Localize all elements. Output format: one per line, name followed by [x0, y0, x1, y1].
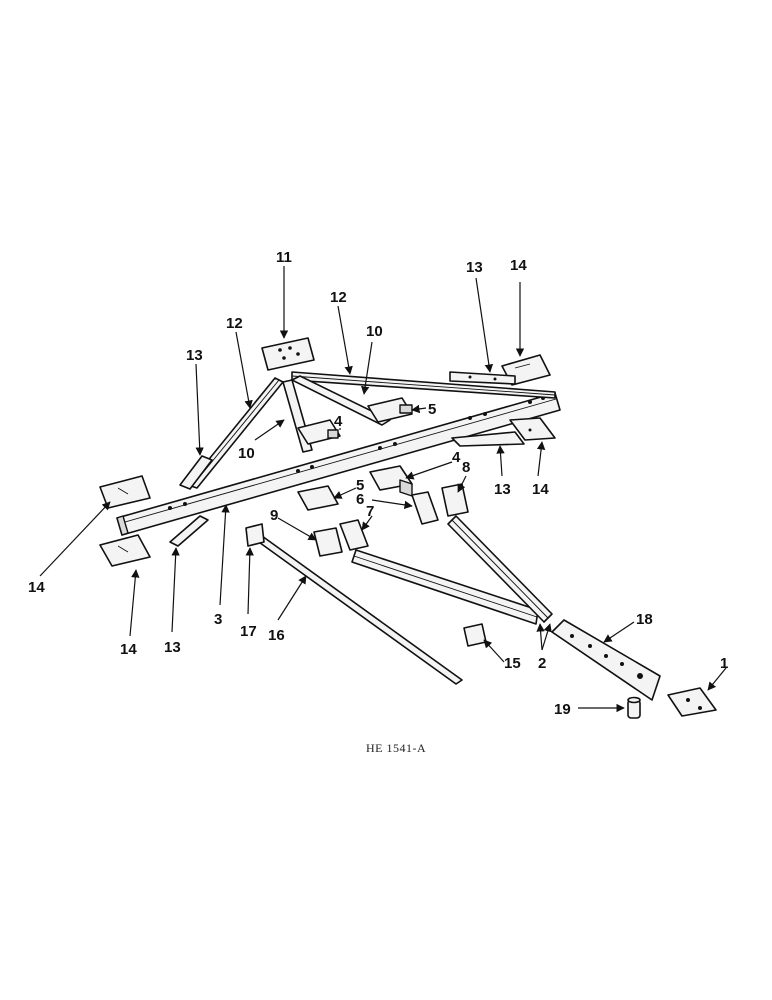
- callout-13-top-right: 13: [466, 259, 483, 276]
- callout-19: 19: [554, 701, 571, 718]
- callout-12-upper: 12: [330, 289, 347, 306]
- callout-13-right: 13: [494, 481, 511, 498]
- bracket-9: [313, 527, 343, 557]
- callout-4-lower: 4: [452, 449, 461, 466]
- plate-14-left-lower: [99, 534, 151, 567]
- plate-1: [667, 687, 717, 717]
- plate-13-left-upper: [179, 455, 213, 490]
- callout-18: 18: [636, 611, 653, 628]
- callout-8: 8: [462, 459, 470, 476]
- bracket-8: [441, 483, 469, 517]
- block-15: [463, 623, 487, 647]
- callout-3: 3: [214, 611, 222, 628]
- hitch-arm-upper: [447, 515, 553, 623]
- plate-13-right-lower: [451, 431, 525, 447]
- callout-10-lower: 10: [238, 445, 255, 462]
- callout-15: 15: [504, 655, 521, 672]
- leader-arrows: [39, 266, 727, 713]
- callout-11: 11: [276, 249, 292, 266]
- upper-long-bar: [291, 371, 556, 399]
- plate-11: [261, 337, 315, 371]
- plate-14-left-upper: [99, 475, 151, 509]
- callout-14-top-right: 14: [510, 257, 527, 274]
- figure-reference: HE 1541-A: [366, 741, 426, 755]
- callout-16: 16: [268, 627, 285, 644]
- callout-5-upper: 5: [428, 401, 436, 418]
- plate-14-right-lower: [509, 417, 556, 441]
- bracket-4-lower: [369, 465, 413, 497]
- callout-12-left: 12: [226, 315, 243, 332]
- callout-6: 6: [356, 491, 364, 508]
- callout-13-left-upper: 13: [186, 347, 203, 364]
- callout-14-left-upper: 14: [28, 579, 45, 596]
- bracket-4-upper: [297, 419, 341, 445]
- bracket-5-upper: [367, 397, 413, 423]
- inner-brace-right: [291, 375, 391, 426]
- bracket-6: [411, 491, 439, 525]
- callout-7: 7: [366, 503, 374, 520]
- callout-4-upper: 4: [334, 413, 343, 430]
- callout-14-left-lower: 14: [120, 641, 137, 658]
- plate-13-left-lower: [169, 515, 209, 547]
- bracket-7: [339, 519, 369, 551]
- callout-2: 2: [538, 655, 546, 672]
- callout-5-lower: 5: [356, 477, 364, 494]
- callout-17: 17: [240, 623, 257, 640]
- callout-14-right: 14: [532, 481, 549, 498]
- callout-labels: 11 12 12 10 13 13 14 5 4 10 4 8 13 14 5 …: [28, 249, 728, 718]
- plate-13-top-right: [449, 371, 516, 385]
- callout-9: 9: [270, 507, 278, 524]
- main-frame-beam: [116, 392, 561, 536]
- callout-13-left-lower: 13: [164, 639, 181, 656]
- bracket-5-lower: [297, 485, 339, 511]
- bushing-19: [627, 696, 641, 719]
- callout-1: 1: [720, 655, 728, 672]
- clip-17: [245, 523, 265, 547]
- tongue-plate-18: [551, 619, 661, 701]
- callout-10-upper: 10: [366, 323, 383, 340]
